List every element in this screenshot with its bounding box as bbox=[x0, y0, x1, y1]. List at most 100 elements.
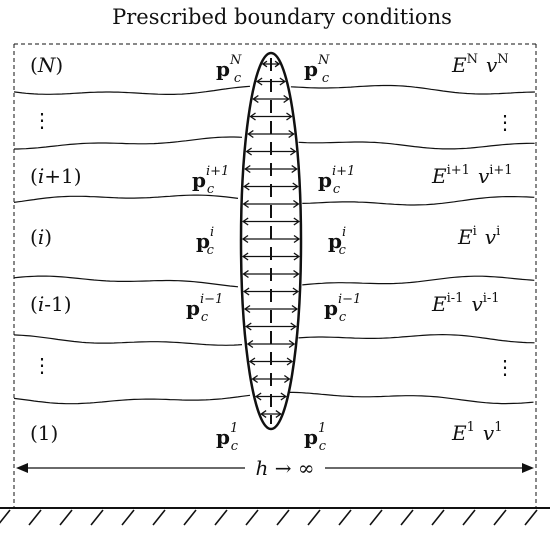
diagram-title: Prescribed boundary conditions bbox=[112, 5, 452, 29]
pressure-label: pi−1 c bbox=[324, 292, 361, 325]
pressure-arrowhead-left bbox=[247, 129, 254, 139]
ellipsis-right: ⋮ bbox=[495, 355, 515, 379]
poisson-superscript: i bbox=[496, 224, 500, 239]
pressure-arrowhead-left bbox=[245, 147, 252, 156]
modulus-superscript: N bbox=[467, 52, 478, 67]
pressure-symbol: p bbox=[196, 229, 210, 253]
pressure-arrowhead-left bbox=[252, 94, 259, 104]
pressure-subscript: c bbox=[207, 243, 215, 258]
layer-index-close: ) bbox=[55, 53, 63, 77]
pressure-subscript: c bbox=[201, 310, 209, 325]
layer-interface-right bbox=[289, 391, 534, 405]
hatch-mark bbox=[524, 509, 538, 526]
ellipsis-left: ⋮ bbox=[32, 108, 52, 132]
poisson-superscript: 1 bbox=[494, 420, 502, 435]
pressure-arrowhead-right bbox=[292, 182, 299, 191]
modulus-symbol: E bbox=[457, 225, 473, 249]
pressure-superscript: N bbox=[229, 53, 242, 68]
layer-index-var: i bbox=[38, 292, 44, 316]
hatch-mark bbox=[462, 509, 476, 526]
pressure-arrowhead-left bbox=[242, 269, 249, 279]
width-label: h → ∞ bbox=[255, 456, 314, 480]
pressure-subscript: c bbox=[322, 71, 330, 86]
layer-index-var: i bbox=[38, 225, 44, 249]
pressure-superscript: 1 bbox=[318, 421, 326, 436]
pressure-arrowhead-left bbox=[243, 304, 251, 314]
modulus-symbol: E bbox=[451, 53, 467, 77]
pressure-symbol: p bbox=[324, 296, 338, 320]
pressure-symbol: p bbox=[216, 57, 230, 81]
pressure-symbol: p bbox=[328, 229, 342, 253]
layer-index-open: ( bbox=[30, 292, 38, 316]
hatch-mark bbox=[28, 509, 42, 526]
pressure-superscript: i+1 bbox=[332, 164, 355, 179]
modulus-symbol: E bbox=[431, 164, 447, 188]
layer-index-var: N bbox=[37, 53, 57, 77]
pressure-subscript: c bbox=[339, 310, 347, 325]
width-symbol: h bbox=[255, 456, 268, 480]
layer-index-label: (i) bbox=[30, 225, 52, 249]
layer-index-open: ( bbox=[30, 53, 38, 77]
layer-interface-right bbox=[302, 196, 535, 206]
pressure-symbol: p bbox=[192, 168, 206, 192]
pressure-subscript: c bbox=[319, 439, 327, 454]
pressure-superscript: i+1 bbox=[206, 164, 229, 179]
pressure-arrowhead-left bbox=[260, 410, 267, 418]
pressure-arrowhead-right bbox=[280, 392, 287, 401]
pressure-superscript: N bbox=[317, 53, 330, 68]
hatch-mark bbox=[183, 509, 197, 526]
pressure-arrowhead-left bbox=[255, 392, 262, 401]
hatch-mark bbox=[400, 509, 414, 526]
pressure-arrowhead-left bbox=[244, 164, 251, 174]
crack-pressure-arrows bbox=[241, 60, 301, 418]
pressure-subscript: c bbox=[339, 243, 347, 258]
layer-interface-right bbox=[302, 275, 535, 286]
layer-interface-left bbox=[13, 394, 251, 405]
modulus-superscript: i bbox=[473, 224, 477, 239]
layer-interface-left bbox=[13, 334, 243, 346]
pressure-symbol: p bbox=[318, 168, 332, 192]
layer-index-close: +1) bbox=[44, 164, 81, 188]
hatch-mark bbox=[431, 509, 445, 526]
layer-index-open: ( bbox=[30, 225, 38, 249]
pressure-arrowhead-right bbox=[293, 217, 300, 226]
poisson-symbol: v bbox=[483, 421, 495, 445]
pressure-arrowhead-right bbox=[279, 77, 287, 86]
modulus-symbol: E bbox=[451, 421, 467, 445]
layer-interface-right bbox=[298, 333, 535, 344]
layer-index-var: i bbox=[38, 164, 44, 188]
ellipsis-right: ⋮ bbox=[495, 110, 515, 134]
pressure-arrowhead-left bbox=[251, 374, 258, 384]
pressure-arrowhead-left bbox=[249, 112, 256, 121]
pressure-label: p1 c bbox=[304, 421, 327, 454]
poisson-superscript: i-1 bbox=[483, 291, 500, 306]
layer-index-close: -1) bbox=[44, 292, 71, 316]
pressure-symbol: p bbox=[304, 57, 318, 81]
width-arrowhead-left bbox=[16, 463, 28, 473]
pressure-arrowhead-left bbox=[261, 60, 268, 68]
width-infinity-symbol: ∞ bbox=[298, 456, 315, 480]
hatch-mark bbox=[90, 509, 104, 526]
ellipsis-left: ⋮ bbox=[32, 353, 52, 377]
pressure-superscript: i−1 bbox=[338, 292, 361, 307]
pressure-arrowhead-left bbox=[245, 322, 252, 331]
pressure-arrowhead-right bbox=[288, 339, 296, 349]
pressure-arrowhead-right bbox=[293, 199, 300, 209]
pressure-arrowhead-right bbox=[286, 357, 294, 366]
poisson-symbol: v bbox=[486, 53, 498, 77]
pressure-arrowhead-left bbox=[241, 234, 249, 244]
layer-interfaces bbox=[13, 84, 535, 405]
crack-ellipse bbox=[239, 51, 303, 431]
hatch-mark bbox=[338, 509, 352, 526]
pressure-symbol: p bbox=[304, 425, 318, 449]
hatch-mark bbox=[152, 509, 166, 526]
pressure-arrowhead-right bbox=[286, 112, 293, 121]
hatch-mark bbox=[493, 509, 507, 526]
